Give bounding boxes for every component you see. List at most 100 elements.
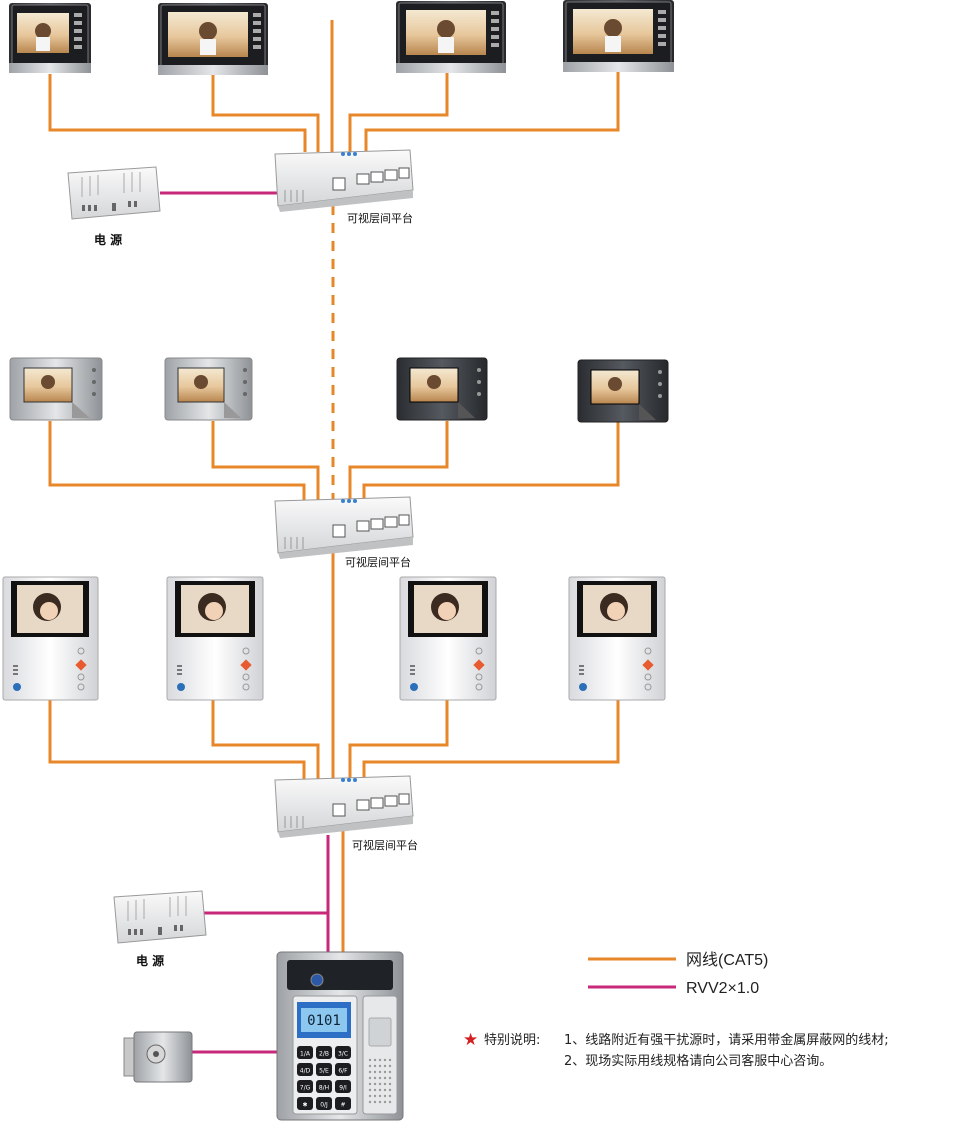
keypad-key [297,1063,313,1076]
speaker-hole [383,1064,387,1068]
monitor-mid-3 [396,357,488,421]
speaker-hole [378,1082,382,1086]
monitor-top-4 [563,0,674,72]
keypad-key [297,1080,313,1093]
monitor-low-2 [166,576,264,701]
keypad-key [335,1046,351,1059]
floor-platform-middle [274,496,414,559]
platform-label-middle: 可视层间平台 [345,555,411,569]
keypad-key [316,1063,332,1076]
speaker-hole [388,1082,392,1086]
door-station-screen-text: 0101 [307,1013,341,1029]
keypad-key [335,1063,351,1076]
rvv-wires [160,191,330,1054]
speaker-hole [378,1094,382,1098]
speaker-hole [373,1076,377,1080]
speaker-hole [378,1088,382,1092]
speaker-hole [388,1064,392,1068]
legend-network-label: 网线(CAT5) [686,951,768,969]
speaker-hole [373,1070,377,1074]
keypad-key [316,1097,332,1110]
keypad-key-label: 4/D [300,1068,311,1075]
speaker-hole [373,1058,377,1062]
platform-label-bottom: 可视层间平台 [352,838,418,852]
speaker-hole [388,1070,392,1074]
legend: 网线(CAT5) RVV2×1.0 [588,951,768,997]
power-supply-top [67,166,161,220]
legend-rvv-label: RVV2×1.0 [686,980,759,997]
electric-lock [123,1031,193,1083]
speaker-hole [388,1088,392,1092]
speaker-hole [383,1076,387,1080]
speaker-hole [388,1058,392,1062]
speaker-hole [378,1064,382,1068]
door-station-speaker [368,1058,392,1104]
power-label-top: 电 源 [94,232,122,247]
speaker-hole [368,1058,372,1062]
platform-label-top: 可视层间平台 [347,211,413,225]
monitor-mid-1 [9,357,103,421]
door-station-keypad: 1/A 2/B 3/C 4/D 5/E 6/F 7/G 8/H 9/I ✱ 0/J # [297,1046,351,1110]
keypad-key [297,1046,313,1059]
keypad-key-label: 9/I [339,1085,347,1092]
speaker-hole [373,1100,377,1104]
keypad-key-label: 0/J [320,1102,328,1109]
speaker-hole [368,1094,372,1098]
speaker-hole [373,1094,377,1098]
keypad-key [297,1097,313,1110]
speaker-hole [388,1094,392,1098]
speaker-hole [368,1082,372,1086]
keypad-key [335,1097,351,1110]
speaker-hole [383,1088,387,1092]
speaker-hole [368,1070,372,1074]
keypad-key-label: 8/H [319,1085,329,1092]
monitor-mid-2 [164,357,253,421]
keypad-key-label: 5/E [319,1068,329,1075]
speaker-hole [378,1070,382,1074]
keypad-key-label: 7/G [300,1085,311,1092]
note-prefix: 特别说明: [484,1033,540,1048]
speaker-hole [368,1100,372,1104]
speaker-hole [383,1070,387,1074]
power-label-bottom: 电 源 [136,953,164,968]
note-line-2: 2、现场实际用线规格请向公司客服中心咨询。 [564,1053,832,1069]
monitor-top-1 [9,3,91,73]
keypad-key [316,1080,332,1093]
power-supply-bottom [113,890,207,944]
monitor-top-3 [396,1,506,73]
speaker-hole [378,1076,382,1080]
speaker-hole [383,1100,387,1104]
monitor-low-1 [2,576,99,701]
speaker-hole [368,1076,372,1080]
floor-platform-top [274,149,414,212]
speaker-hole [383,1094,387,1098]
speaker-hole [368,1064,372,1068]
monitor-top-2 [158,3,268,75]
door-station: 0101 1/A 2/B 3/C 4/D 5/E 6/F 7/G 8/H 9/I ✱ 0/J # [276,951,404,1121]
monitor-low-3 [399,576,497,701]
keypad-key-label: 3/C [338,1051,348,1058]
monitor-mid-4 [577,359,669,423]
speaker-hole [378,1100,382,1104]
keypad-key-label: # [340,1102,345,1109]
star-icon: ★ [463,1030,478,1050]
monitor-low-4 [568,576,666,701]
note-line-1: 1、线路附近有强干扰源时，请采用带金属屏蔽网的线材; [564,1032,889,1048]
special-note: ★ 特别说明: 1、线路附近有强干扰源时，请采用带金属屏蔽网的线材; 2、现场实… [463,1030,889,1069]
keypad-key [316,1046,332,1059]
speaker-hole [373,1082,377,1086]
keypad-key-label: ✱ [302,1102,307,1109]
cat5-wires [48,20,620,953]
keypad-key-label: 2/B [319,1051,329,1058]
speaker-hole [373,1088,377,1092]
speaker-hole [373,1064,377,1068]
keypad-key-label: 1/A [300,1051,311,1058]
speaker-hole [368,1088,372,1092]
speaker-hole [383,1058,387,1062]
floor-platform-bottom [274,775,414,838]
speaker-hole [378,1058,382,1062]
keypad-key [335,1080,351,1093]
keypad-key-label: 6/F [338,1068,348,1075]
speaker-hole [388,1076,392,1080]
